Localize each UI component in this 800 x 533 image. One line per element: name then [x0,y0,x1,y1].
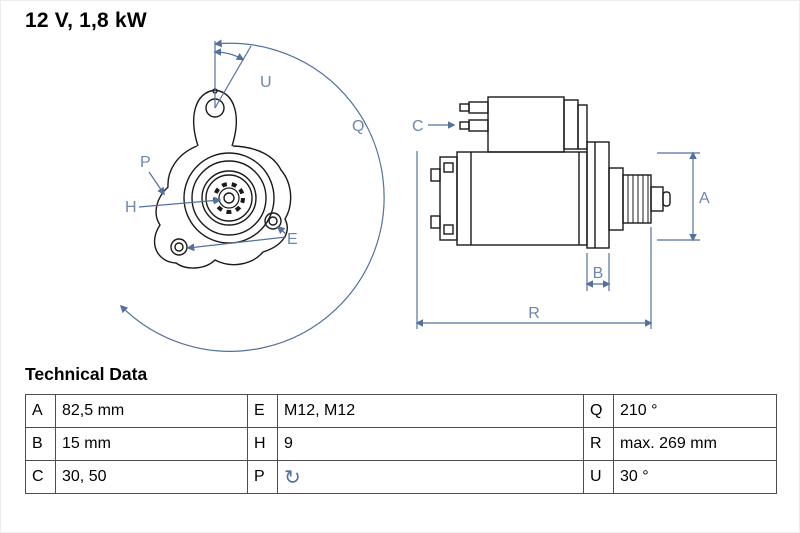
pinion-inner [218,187,240,209]
spec-key: E [247,394,278,428]
spec-key: R [583,427,614,461]
spec-value-rotation: ↻ [277,460,584,494]
flange-outline [154,145,292,269]
q-sweep-arc [119,39,385,352]
spec-key: P [247,460,278,494]
side-view-dimensions [415,121,700,329]
u-angle-arc [213,48,245,61]
e-leader-right [276,225,287,235]
table-row: C 30, 50 P ↻ U 30 ° [25,460,777,494]
end-bracket [439,156,458,241]
solenoid-body [487,96,565,153]
spec-value: 210 ° [613,394,777,428]
terminal-nut-30 [459,103,470,112]
end-bracket-detail-bottom [443,224,454,235]
shaft-center [223,192,235,204]
solenoid-cap [563,99,579,150]
dim-label-u: U [260,74,272,91]
h-leader-arrow [138,196,222,208]
housing-circle [191,160,267,236]
rotation-ccw-icon: ↻ [284,466,301,489]
pinion-gear [622,174,652,224]
drive-flange [586,141,610,249]
spec-value: 30, 50 [55,460,248,494]
dim-label-p: P [140,154,151,171]
dim-label-a: A [699,190,710,207]
side-view [430,96,671,249]
housing-circle-outer [183,152,275,244]
front-view-dimensions [119,39,385,352]
technical-data-table: A 82,5 mm E M12, M12 Q 210 ° B 15 mm H 9… [25,394,777,494]
e-leader-left [186,236,287,252]
spec-value: max. 269 mm [613,427,777,461]
dim-label-b: B [593,265,604,282]
p-leader-arrow [148,171,165,196]
page-title: 12 V, 1,8 kW [25,9,147,32]
spec-value: M12, M12 [277,394,584,428]
shaft-tip [662,191,671,207]
through-bolt-top [430,168,441,182]
spec-value: 30 ° [613,460,777,494]
through-bolt-bottom [430,215,441,229]
dim-label-h: H [125,199,137,216]
mounting-hole-left-inner [174,242,184,252]
dim-label-c: C [412,118,424,135]
technical-data-section: Technical Data A 82,5 mm E M12, M12 Q 21… [25,364,777,494]
terminal-nut-50 [459,121,470,130]
technical-drawing: U Q P H E [119,39,710,352]
shaft-end [650,186,664,212]
end-bracket-detail-top [443,162,454,173]
dim-label-r: R [528,305,540,322]
spec-key: B [25,427,56,461]
mounting-hole-right-inner [268,216,278,226]
drive-step [608,167,624,231]
spec-key: U [583,460,614,494]
spec-key: Q [583,394,614,428]
dim-label-q: Q [352,118,364,135]
technical-data-heading: Technical Data [25,364,148,384]
spec-key: A [25,394,56,428]
motor-body [456,151,588,246]
terminal-stud-50 [468,119,489,132]
terminal-stud-30 [468,101,489,114]
spec-value: 15 mm [55,427,248,461]
table-row: A 82,5 mm E M12, M12 Q 210 ° [25,394,777,428]
bore-circle-outer [201,170,257,226]
solenoid-step [577,104,588,150]
spec-key: H [247,427,278,461]
mounting-hole-right-outer [264,212,282,230]
spec-value: 82,5 mm [55,394,248,428]
mounting-hole-left-outer [170,238,188,256]
bore-circle [205,174,253,222]
spec-value: 9 [277,427,584,461]
front-view [154,88,292,269]
dim-label-e: E [287,231,298,248]
spec-key: C [25,460,56,494]
table-row: B 15 mm H 9 R max. 269 mm [25,427,777,461]
